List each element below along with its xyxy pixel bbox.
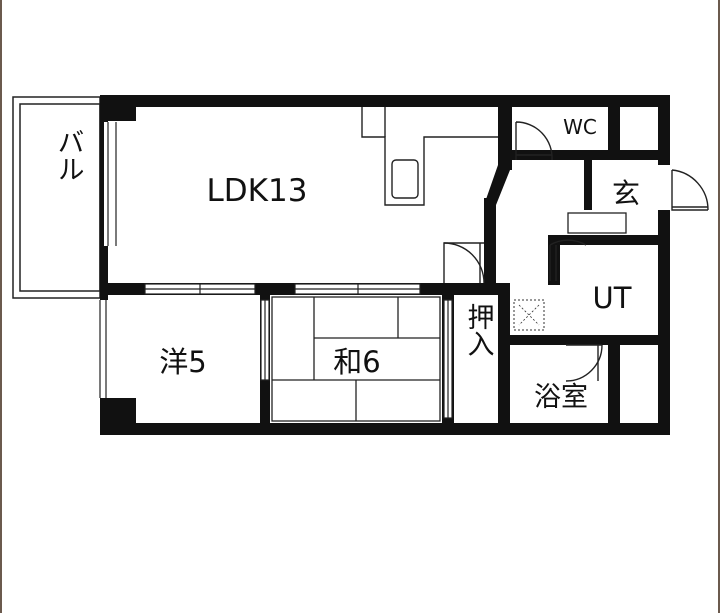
window-western-room xyxy=(98,300,108,398)
wall-wc-right xyxy=(608,100,620,160)
wall-closet-bath xyxy=(498,283,510,433)
door-wc xyxy=(515,121,553,161)
label-western-room: 洋5 xyxy=(159,345,206,379)
kitchen-sink xyxy=(391,159,419,199)
door-bath xyxy=(565,344,603,382)
wall-bath-right xyxy=(608,340,620,435)
wall-bottom xyxy=(100,423,670,435)
frame-border-left xyxy=(0,0,2,613)
wall-ut-top xyxy=(548,235,660,245)
wall-ut-left xyxy=(548,235,560,285)
windows xyxy=(98,122,672,398)
wall-left xyxy=(100,95,108,435)
label-entrance: 玄 xyxy=(612,177,640,210)
room-labels: バル LDK13 WC 玄 UT 洋5 和6 押入 浴室 xyxy=(53,115,641,413)
sliding-doors-ldk xyxy=(144,283,421,295)
door-ut xyxy=(549,239,587,281)
wall-bath-top xyxy=(510,335,660,345)
door-swings xyxy=(443,121,709,382)
wall-entrance-step xyxy=(584,160,592,210)
wall-right xyxy=(658,95,670,435)
outer-walls xyxy=(100,95,670,435)
label-bathroom: 浴室 xyxy=(534,382,588,413)
closet-doors xyxy=(443,299,453,419)
wall-corner-bottom-left xyxy=(100,398,136,435)
washing-machine-pan xyxy=(513,299,545,331)
label-closet: 押入 xyxy=(463,303,494,357)
frame-border-right xyxy=(718,0,720,613)
door-front xyxy=(671,169,709,211)
label-ldk: LDK13 xyxy=(207,173,308,209)
wall-wc-bottom xyxy=(510,150,660,160)
wall-corner-top-left xyxy=(100,95,136,121)
label-wc: WC xyxy=(563,115,597,139)
front-door-opening xyxy=(658,165,672,210)
label-ut: UT xyxy=(593,281,632,315)
kitchen-counter xyxy=(361,107,498,206)
wall-wc-left xyxy=(498,100,512,170)
wall-ldk-diagonal xyxy=(484,165,512,205)
tatami-mats xyxy=(271,296,441,422)
label-japanese-room: 和6 xyxy=(333,345,380,379)
wall-top xyxy=(100,95,670,107)
wall-ldk-right-lower xyxy=(484,198,496,288)
label-balcony-1: バル xyxy=(53,128,84,182)
shoe-rack xyxy=(567,212,627,234)
sliding-doors-western-japanese xyxy=(260,299,270,381)
